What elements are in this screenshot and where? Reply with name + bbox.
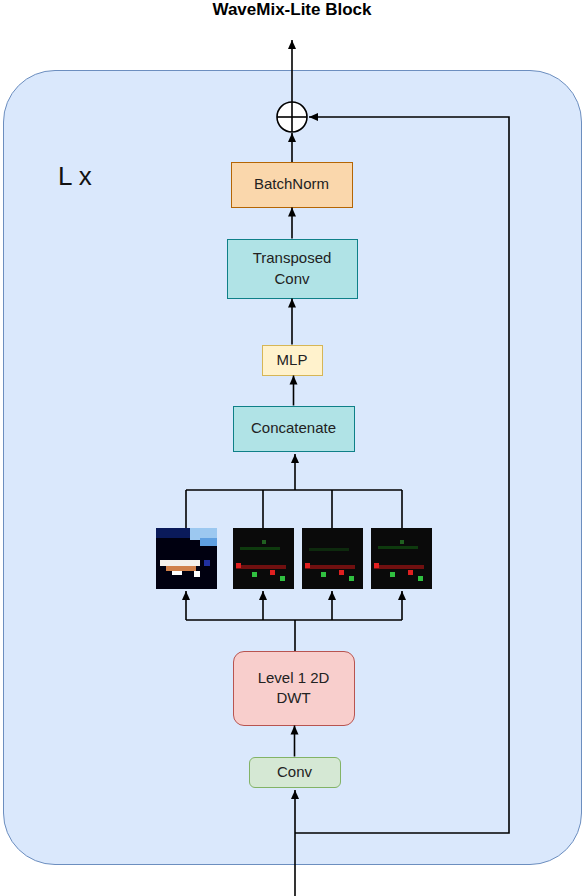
box-label: Transposed Conv [228,248,357,289]
box-label: Level 1 2D DWT [234,668,354,709]
box-label: MLP [271,350,314,370]
process-box: MLP [262,345,323,376]
box-label: BatchNorm [248,174,335,194]
process-box: Conv [249,757,341,788]
diagram-title: WaveMix-Lite Block [0,0,584,20]
repeat-count: L x [58,159,92,194]
process-box: Level 1 2D DWT [233,651,355,726]
process-box: Transposed Conv [227,239,358,299]
box-label: Concatenate [245,418,342,438]
repeated-block: L x BatchNormTransposed ConvMLP Concatenat… [3,70,582,865]
process-box: Concatenate [233,406,355,452]
box-label: Conv [271,762,318,782]
process-box: BatchNorm [231,162,353,208]
